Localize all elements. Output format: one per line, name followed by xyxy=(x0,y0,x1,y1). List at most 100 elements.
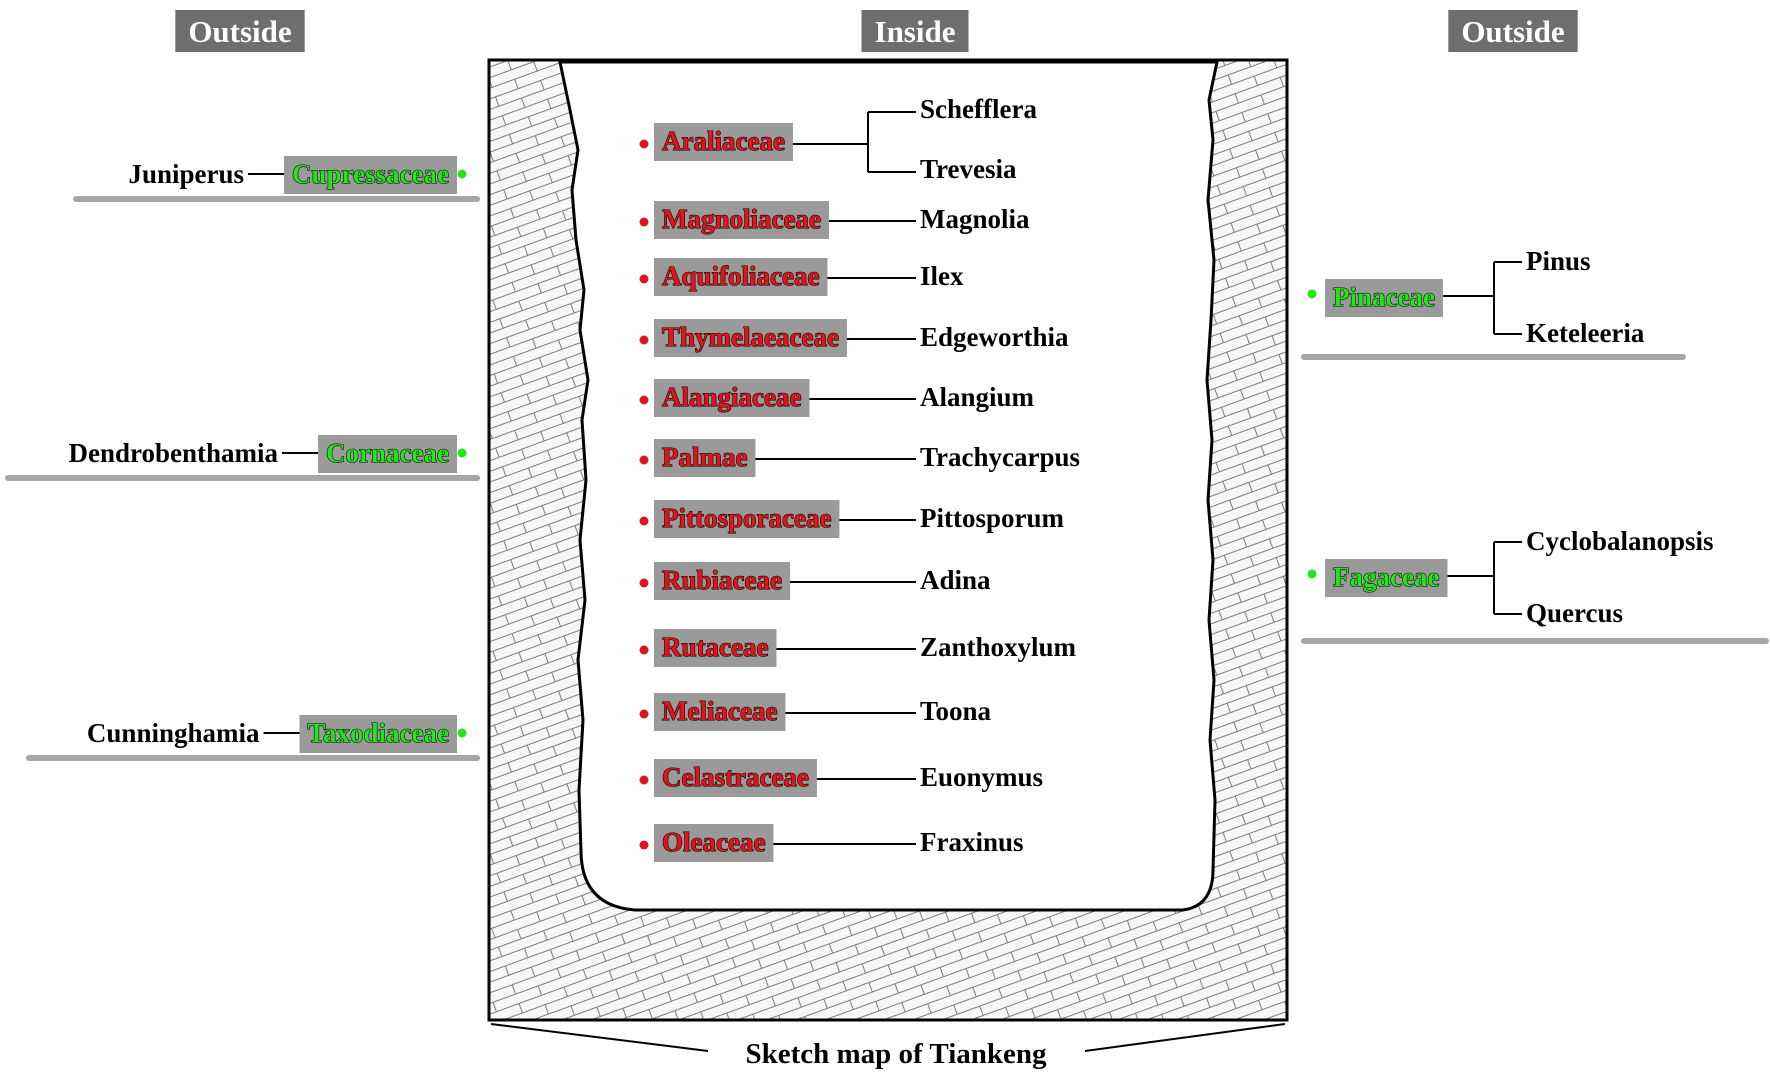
inside-entry: Aquifoliaceae Ilex xyxy=(639,258,964,296)
family-label: Magnoliaceae xyxy=(662,204,821,234)
family-label-box xyxy=(654,759,817,797)
family-label: Cupressaceae xyxy=(292,159,449,189)
marker-dot xyxy=(639,578,649,588)
header-outside-right: Outside xyxy=(1461,14,1564,49)
marker-dot xyxy=(1307,289,1317,299)
family-label-box xyxy=(654,693,786,731)
bracket-line xyxy=(1447,541,1522,615)
inside-entry: Meliaceae Toona xyxy=(639,693,992,731)
genus-label: Dendrobenthamia xyxy=(69,438,279,468)
family-label: Oleaceae xyxy=(662,827,765,857)
family-label-box xyxy=(654,123,793,161)
marker-dot xyxy=(639,335,649,345)
family-label: Taxodiaceae xyxy=(308,718,450,748)
inside-entry: Thymelaeaceae Edgeworthia xyxy=(639,319,1069,357)
family-label-box xyxy=(654,629,777,667)
tiankeng-rock-wall xyxy=(487,58,1289,1022)
marker-dot xyxy=(639,775,649,785)
marker-dot xyxy=(639,217,649,227)
family-label-box xyxy=(299,715,457,753)
genus-label: Magnolia xyxy=(920,204,1030,234)
family-label: Celastraceae xyxy=(662,762,809,792)
family-label-box xyxy=(654,201,829,239)
family-label-box xyxy=(654,258,828,296)
marker-dot xyxy=(457,448,467,458)
genus-label: Fraxinus xyxy=(920,827,1024,857)
marker-dot xyxy=(639,455,649,465)
genus-label: Ilex xyxy=(920,261,964,291)
inside-entry: Palmae Trachycarpus xyxy=(639,439,1080,477)
family-label: Meliaceae xyxy=(662,696,777,726)
family-label-box xyxy=(654,500,840,538)
genus-label: Pinus xyxy=(1526,246,1591,276)
family-label: Aquifoliaceae xyxy=(662,261,819,291)
inside-entry: Oleaceae Fraxinus xyxy=(639,824,1024,862)
inside-entry: Magnoliaceae Magnolia xyxy=(639,201,1030,239)
marker-dot xyxy=(639,139,649,149)
inside-entry: Rubiaceae Adina xyxy=(639,562,991,600)
family-label-box xyxy=(654,562,790,600)
family-label: Rubiaceae xyxy=(662,565,782,595)
genus-label: Zanthoxylum xyxy=(920,632,1077,662)
family-label-box xyxy=(654,319,847,357)
family-label: Thymelaeaceae xyxy=(662,322,839,352)
genus-label: Alangium xyxy=(920,382,1035,412)
family-label: Fagaceae xyxy=(1333,562,1439,592)
marker-dot xyxy=(639,709,649,719)
genus-label: Trachycarpus xyxy=(920,442,1080,472)
genus-label: Toona xyxy=(920,696,992,726)
family-label: Rutaceae xyxy=(662,632,768,662)
header-outside-right-box xyxy=(1448,10,1578,52)
header-inside: Inside xyxy=(875,14,956,49)
marker-dot xyxy=(639,645,649,655)
outside-left-entry: Cupressaceae Juniperus xyxy=(128,156,467,194)
family-label: Pinaceae xyxy=(1333,282,1435,312)
bracket-line xyxy=(1442,261,1522,335)
family-label-box xyxy=(1325,559,1448,597)
caption-leader-left xyxy=(490,1023,709,1052)
family-label-box xyxy=(654,379,810,417)
header-inside-box xyxy=(861,10,969,52)
genus-label: Euonymus xyxy=(920,762,1043,792)
family-label: Palmae xyxy=(662,442,747,472)
inside-entry: Celastraceae Euonymus xyxy=(639,759,1043,797)
family-label-box xyxy=(284,156,457,194)
genus-label: Adina xyxy=(920,565,991,595)
inside-entry: Pittosporaceae Pittosporum xyxy=(639,500,1065,538)
family-label: Alangiaceae xyxy=(662,382,801,412)
family-label-box xyxy=(318,435,457,473)
caption-text: Sketch map of Tiankeng xyxy=(745,1038,1047,1070)
family-label-box xyxy=(654,439,756,477)
genus-label: Edgeworthia xyxy=(920,322,1069,352)
marker-dot xyxy=(457,169,467,179)
family-label: Pittosporaceae xyxy=(662,503,831,533)
tiankeng-sketch xyxy=(487,58,1289,1022)
marker-dot xyxy=(639,840,649,850)
header-outside-left-box xyxy=(175,10,305,52)
marker-dot xyxy=(639,516,649,526)
family-label-box xyxy=(654,824,774,862)
bracket-line xyxy=(792,111,916,173)
marker-dot xyxy=(457,728,467,738)
genus-label: Schefflera xyxy=(920,94,1037,124)
genus-label: Pittosporum xyxy=(920,503,1065,533)
family-label: Cornaceae xyxy=(326,438,449,468)
genus-label: Juniperus xyxy=(128,159,244,189)
marker-dot xyxy=(639,395,649,405)
genus-label: Quercus xyxy=(1526,598,1623,628)
inside-entry: Alangiaceae Alangium xyxy=(639,379,1035,417)
caption-leader-right xyxy=(1084,1023,1286,1052)
separators xyxy=(5,196,1769,761)
family-label: Araliaceae xyxy=(662,126,785,156)
outside-left-entry: Cornaceae Dendrobenthamia xyxy=(69,435,467,473)
inside-entry: Rutaceae Zanthoxylum xyxy=(639,629,1077,667)
family-label-box xyxy=(1325,279,1443,317)
caption-group: Sketch map of Tiankeng xyxy=(490,1023,1286,1070)
header-outside-left: Outside xyxy=(188,14,291,49)
genus-label: Keteleeria xyxy=(1526,318,1645,348)
